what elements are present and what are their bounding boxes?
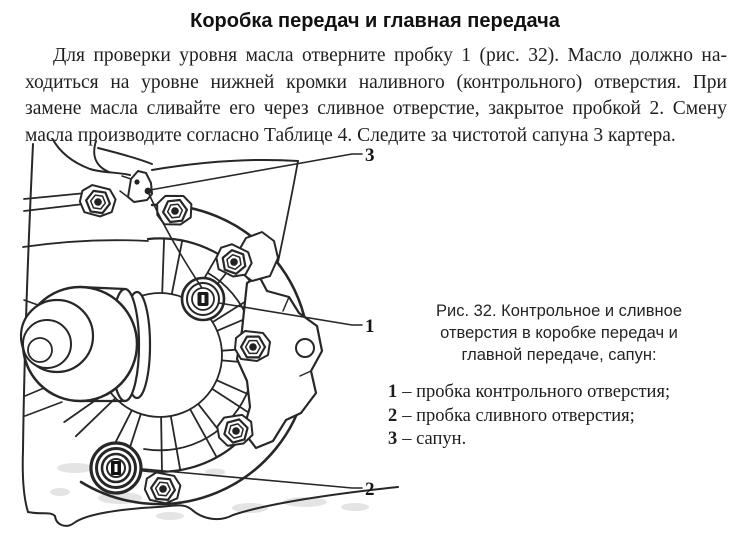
hex-bolt	[78, 184, 117, 218]
legend-number: 3	[388, 429, 398, 449]
figure-legend: 1– пробка контрольного отверстия; 2– про…	[388, 381, 728, 452]
bracket-hole	[295, 338, 315, 358]
legend-text: – сапун.	[402, 429, 467, 449]
caption-line: отверстия в коробке передач и	[440, 324, 678, 342]
caption-line: главной передаче, сапун:	[461, 346, 657, 364]
hex-bolt	[234, 330, 271, 362]
hex-bolt	[143, 471, 182, 505]
callout-label-3: 3	[365, 145, 375, 166]
housing-outline	[21, 138, 399, 527]
paragraph-line: масла производите согласно Таблице 4. Сл…	[25, 124, 676, 146]
legend-text: – пробка сливного отверстия;	[402, 405, 635, 426]
legend-number: 2	[388, 405, 398, 426]
caption-line: Рис. 32. Контрольное и сливное	[435, 302, 682, 320]
legend-number: 1	[388, 382, 398, 402]
legend-item: 2– пробка сливного отверстия;	[388, 405, 728, 429]
legend-text: – пробка контрольного отверстия;	[402, 382, 671, 402]
callout-line-3	[149, 153, 363, 191]
callout-label-1: 1	[365, 316, 375, 337]
page-title: Коробка передач и главная передача	[190, 10, 560, 32]
callout-line-2	[142, 468, 363, 489]
breather	[119, 170, 203, 289]
paragraph-line: Для проверки уровня масла отверните проб…	[53, 45, 727, 66]
drain-plug	[89, 441, 143, 495]
gearbox-illustration: 3 1 2	[19, 138, 399, 527]
hex-bolt	[216, 413, 254, 447]
paragraph-line: замене масла сливайте его через сливное …	[25, 98, 727, 119]
callout-line-1	[218, 302, 363, 326]
output-shaft	[19, 285, 152, 403]
hex-bolt	[215, 243, 253, 278]
paragraph-line: ходиться на уровне нижней кромки наливно…	[25, 71, 727, 93]
legend-item: 1– пробка контрольного отверстия;	[388, 381, 728, 405]
body-paragraph: Для проверки уровня масла отверните проб…	[25, 43, 727, 149]
control-plug	[180, 276, 226, 322]
legend-item: 3– сапун.	[388, 428, 728, 452]
figure-caption: Рис. 32. Контрольное и сливное отверстия…	[398, 300, 720, 366]
hex-bolt	[156, 194, 193, 226]
callout-label-2: 2	[365, 479, 375, 500]
